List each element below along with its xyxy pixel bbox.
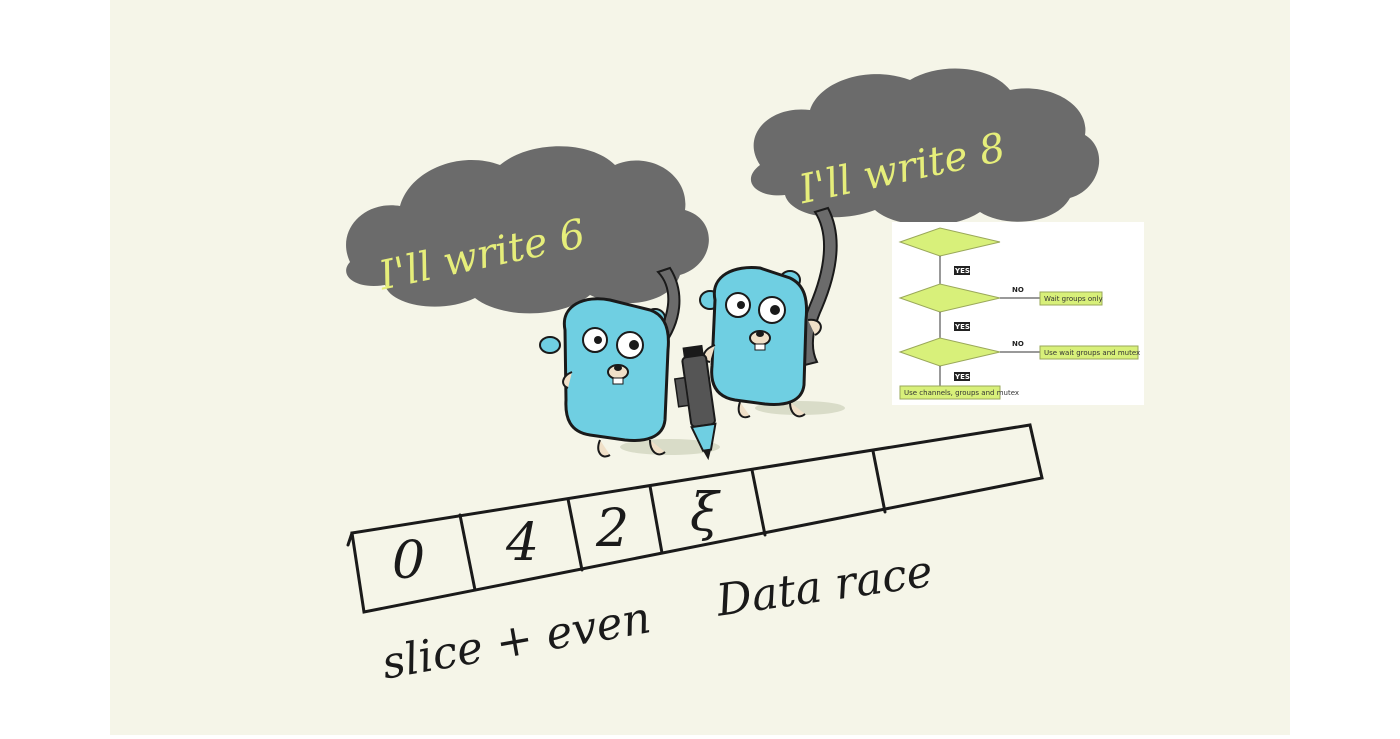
right-thought-tail — [799, 206, 838, 367]
slice-cell-1: 4 — [505, 513, 539, 573]
slice-array — [346, 423, 1044, 614]
data-race-label: Data race — [712, 546, 935, 627]
scene: I'll write 6 I'll write 8 — [346, 68, 1144, 690]
slice-cells: 0 4 2 ξ — [392, 483, 721, 591]
slice-cell-0: 0 — [392, 531, 425, 591]
slice-cell-2: 2 — [595, 499, 629, 559]
flow-outcome-2: Use wait groups and mutex — [1044, 349, 1140, 357]
drawing-canvas: I'll write 6 I'll write 8 — [110, 0, 1290, 735]
flow-decision-1 — [898, 227, 1001, 257]
flow-outcome-1: Wait groups only — [1044, 295, 1103, 303]
slice-even-label: slice + even — [378, 592, 654, 689]
left-thought-cloud: I'll write 6 — [346, 146, 709, 314]
slice-cell-3: ξ — [690, 483, 721, 543]
right-gopher — [699, 265, 845, 419]
pen — [673, 344, 717, 461]
flow-no-1: NO — [1012, 286, 1024, 294]
flow-yes-2: YES — [954, 323, 970, 331]
flow-yes-1: YES — [954, 267, 970, 275]
right-thought-cloud: I'll write 8 — [750, 68, 1100, 226]
flow-no-2: NO — [1012, 340, 1024, 348]
flowchart-inset: YES NO Wait groups only YES NO Use wait … — [892, 222, 1144, 405]
left-gopher — [539, 297, 720, 458]
flow-final: Use channels, groups and mutex — [904, 389, 1019, 397]
flow-yes-3: YES — [954, 373, 970, 381]
